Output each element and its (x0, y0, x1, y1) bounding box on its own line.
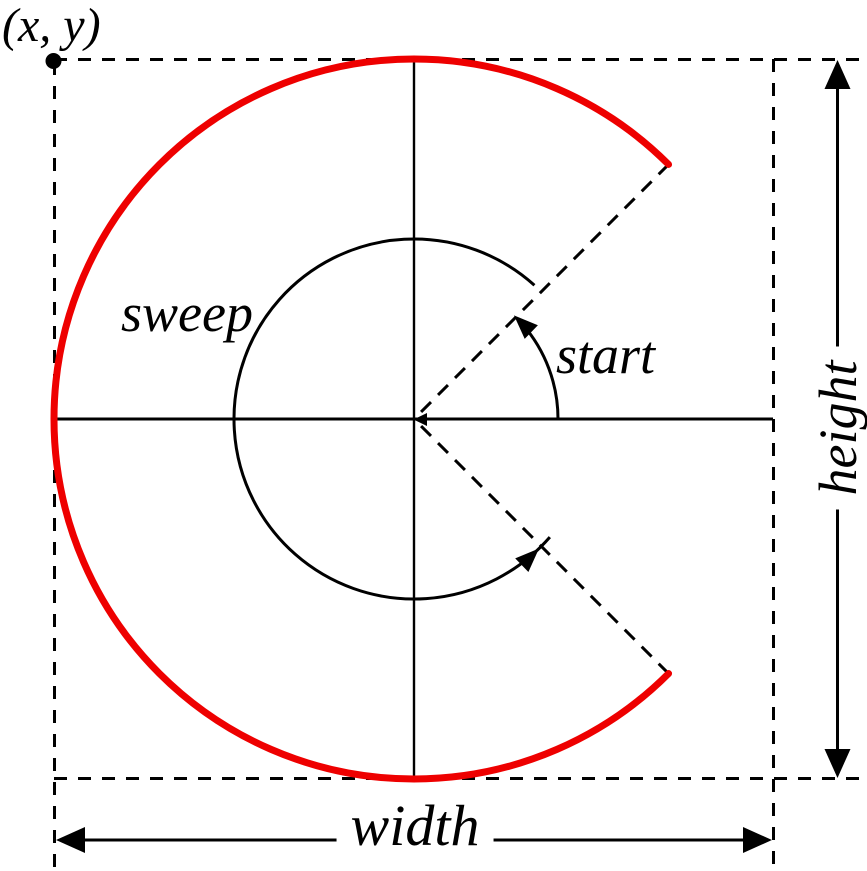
start-arrowhead-icon (514, 315, 538, 339)
origin-label: (x, y) (2, 0, 101, 52)
sweep-angle-arc (232, 237, 551, 601)
width-arrow-right-icon (743, 827, 772, 853)
start-label: start (556, 325, 656, 385)
height-arrow-up-icon (824, 60, 851, 89)
center-arrowhead-icon (413, 413, 427, 426)
height-arrow-down-icon (824, 749, 851, 778)
red-arc (50, 55, 673, 783)
start-angle-dashed-radius-line (412, 163, 670, 421)
sweep-label: sweep (121, 283, 253, 343)
sweep-arrowhead-icon (515, 548, 539, 572)
width-label: width (336, 797, 494, 855)
width-arrow-left-icon (56, 827, 85, 853)
height-label: height (808, 346, 867, 510)
start-angle-arc (521, 323, 560, 420)
origin-point-dot (45, 53, 62, 69)
